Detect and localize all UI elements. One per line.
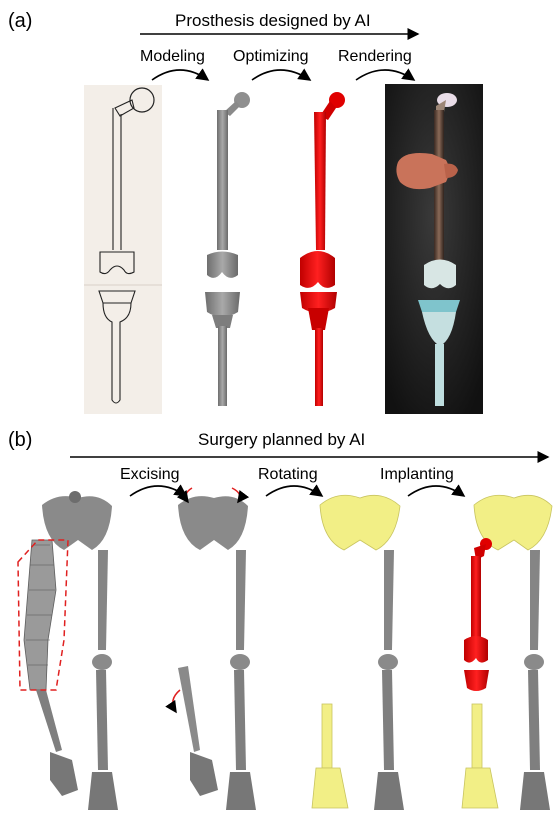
panel-b-label: (b) (8, 429, 32, 451)
panel-b-title: Surgery planned by AI (198, 430, 365, 449)
prosthesis-sketch (84, 85, 162, 414)
sketch-paper (84, 85, 162, 414)
curved-arrow-icon (266, 486, 322, 496)
panel-a: (a) Prosthesis designed by AI Modeling O… (8, 10, 483, 414)
panel-b: (b) Surgery planned by AI Excising Rotat… (8, 429, 552, 810)
step-implanting-label: Implanting (380, 466, 454, 483)
step-rotating-label: Rotating (258, 466, 318, 483)
skeleton-rotated (312, 495, 404, 810)
curved-arrow-icon (408, 486, 464, 496)
curved-arrow-icon (252, 70, 310, 80)
panel-a-title: Prosthesis designed by AI (175, 11, 371, 30)
skeleton-implanted (462, 495, 552, 810)
panel-a-label: (a) (8, 10, 32, 32)
step-optimizing-label: Optimizing (233, 48, 309, 65)
skeleton-excised (173, 488, 256, 810)
curved-arrow-icon (130, 486, 186, 496)
step-excising-label: Excising (120, 466, 180, 483)
skeleton-with-tumor (18, 491, 118, 810)
curved-arrow-icon (152, 70, 208, 80)
curved-arrow-icon (356, 70, 414, 80)
step-modeling-label: Modeling (140, 48, 205, 65)
prosthesis-optimized-red (300, 92, 345, 406)
prosthesis-rendered (385, 84, 483, 414)
prosthesis-gray-model (205, 92, 250, 406)
step-rendering-label: Rendering (338, 48, 412, 65)
